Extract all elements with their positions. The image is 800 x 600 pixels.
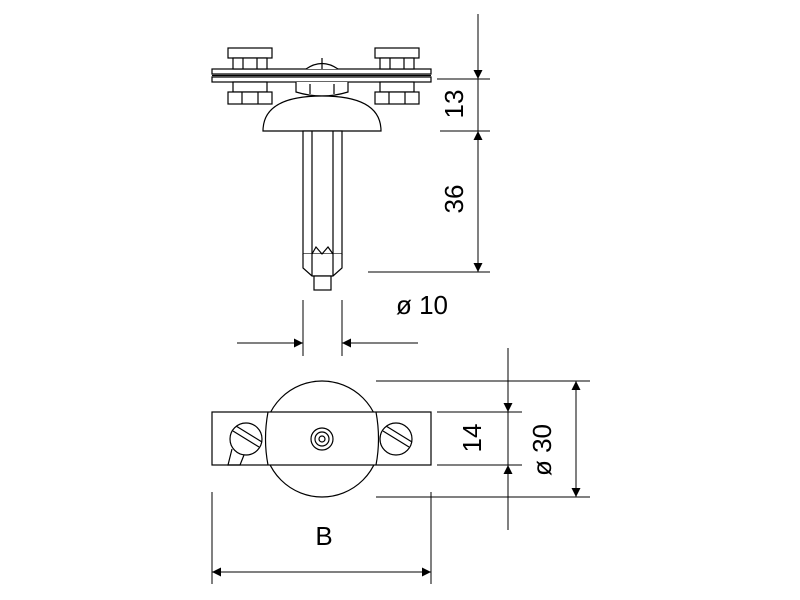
dim-36-label: 36: [439, 185, 469, 214]
center-bolt-top: [310, 427, 334, 451]
dim-b-label: B: [315, 521, 332, 551]
left-screw-top: [227, 422, 263, 466]
top-view: [211, 380, 432, 498]
side-view-dimensions: [237, 14, 490, 356]
side-view: [211, 47, 432, 291]
collar: [295, 82, 349, 97]
clamp-plates: [211, 68, 432, 83]
dome: [262, 95, 382, 132]
pin-shaft: [302, 130, 343, 255]
top-view-dimensions: [211, 348, 590, 584]
dim-disc-diameter-label: ø 30: [527, 424, 557, 476]
pin-tip: [302, 245, 343, 291]
right-screw-top: [379, 422, 413, 456]
dim-14-label: 14: [457, 424, 487, 453]
dim-13-label: 13: [439, 90, 469, 119]
dim-pin-diameter-label: ø 10: [396, 290, 448, 320]
left-screw: [227, 47, 273, 105]
right-screw: [374, 47, 420, 105]
